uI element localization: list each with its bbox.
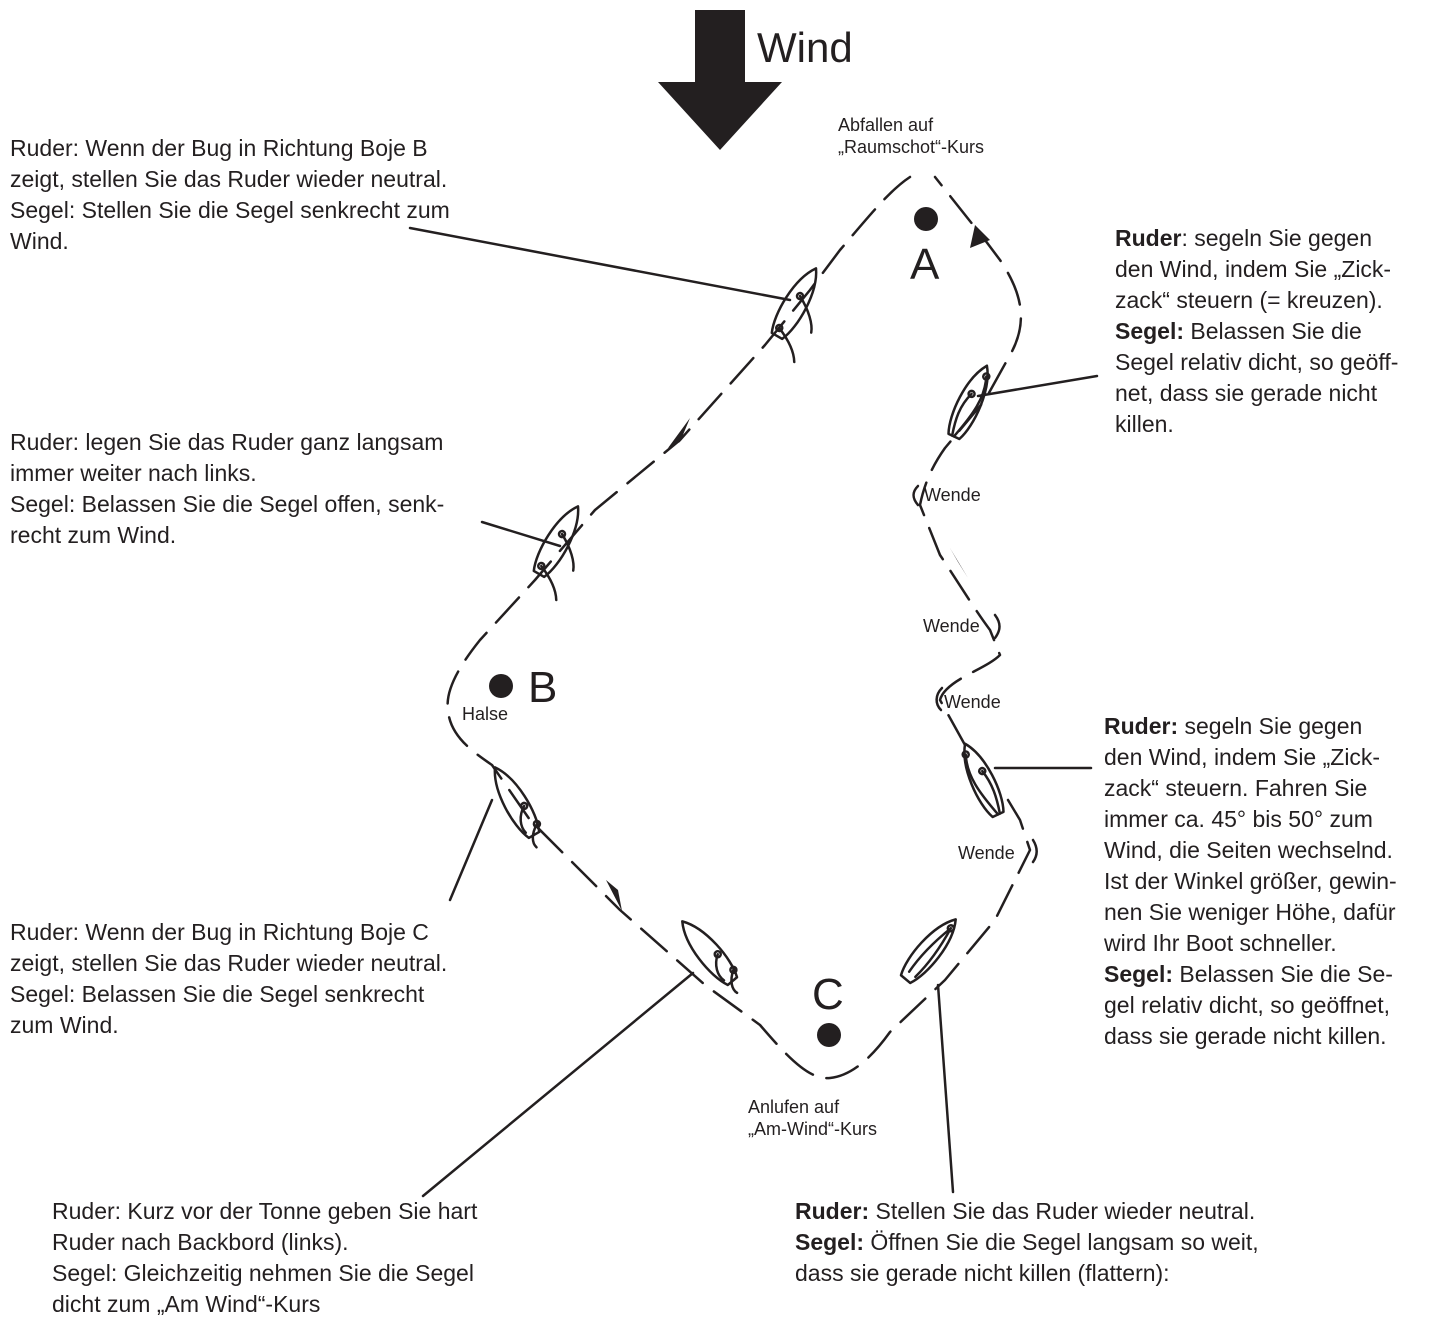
annotation-lower-left: Ruder: Wenn der Bug in Richtung Boje C z… [10,919,448,1038]
course-path [446,175,1032,1080]
course-arrow-1 [668,418,690,448]
abfallen-label: Abfallen auf „Raumschot“-Kurs [838,115,985,157]
leader-bottom-left [421,971,695,1198]
wende-bracket-1 [912,484,920,507]
wende-bracket-3 [935,686,944,712]
ruder-heading: Ruder [1115,225,1182,251]
boat-2 [532,505,580,602]
annotation-top-right: Ruder: segeln Sie gegen den Wind, indem … [1115,225,1399,437]
segel-heading: Segel: [1104,961,1174,987]
ruder-heading: Ruder: [795,1198,870,1224]
wende-label-2: Wende [923,616,980,636]
boat-7 [947,364,991,441]
buoy-c-label: C [812,970,844,1019]
boat-6 [961,742,1005,819]
annotation-mid-left: Ruder: legen Sie das Ruder ganz langsam … [10,429,445,548]
course-arrow-4 [970,225,990,248]
course-path-upwind [918,175,1023,747]
boat-4 [681,920,739,995]
wende-label-3: Wende [944,692,1001,712]
wind-arrow-icon [658,10,782,150]
halse-label: Halse [462,704,509,724]
buoy-c-marker [817,1023,841,1047]
segel-heading: Segel: [795,1229,865,1255]
leader-bottom-right [936,983,955,1194]
wende-bracket-2 [993,613,1001,640]
annotation-mid-right: Ruder: segeln Sie gegen den Wind, indem … [1104,713,1397,1049]
boat-3 [493,766,542,849]
course-arrow-2 [606,880,622,911]
annotation-bottom-right: Ruder: Stellen Sie das Ruder wieder neut… [795,1198,1259,1286]
leader-lower-left [448,798,494,902]
leader-top-left [408,226,792,302]
boat-5 [899,918,957,985]
leader-mid-left [480,520,562,548]
course-arrow-3 [950,548,968,578]
wende-bracket-4 [1031,838,1038,864]
anlufen-label: Anlufen auf „Am-Wind“-Kurs [748,1097,877,1139]
buoy-b-marker [489,674,513,698]
wende-label-4: Wende [958,843,1015,863]
wind-label: Wind [757,24,853,71]
ruder-heading: Ruder: [1104,713,1179,739]
boat-1 [770,267,818,364]
annotation-top-left: Ruder: Wenn der Bug in Richtung Boje B z… [10,135,450,254]
buoy-b-label: B [528,663,558,712]
segel-heading: Segel: [1115,318,1185,344]
annotation-bottom-left: Ruder: Kurz vor der Tonne geben Sie hart… [52,1198,478,1317]
buoy-a-marker [914,207,938,231]
buoy-a-label: A [910,240,940,289]
leader-top-right [976,374,1099,398]
wende-label-1: Wende [924,485,981,505]
